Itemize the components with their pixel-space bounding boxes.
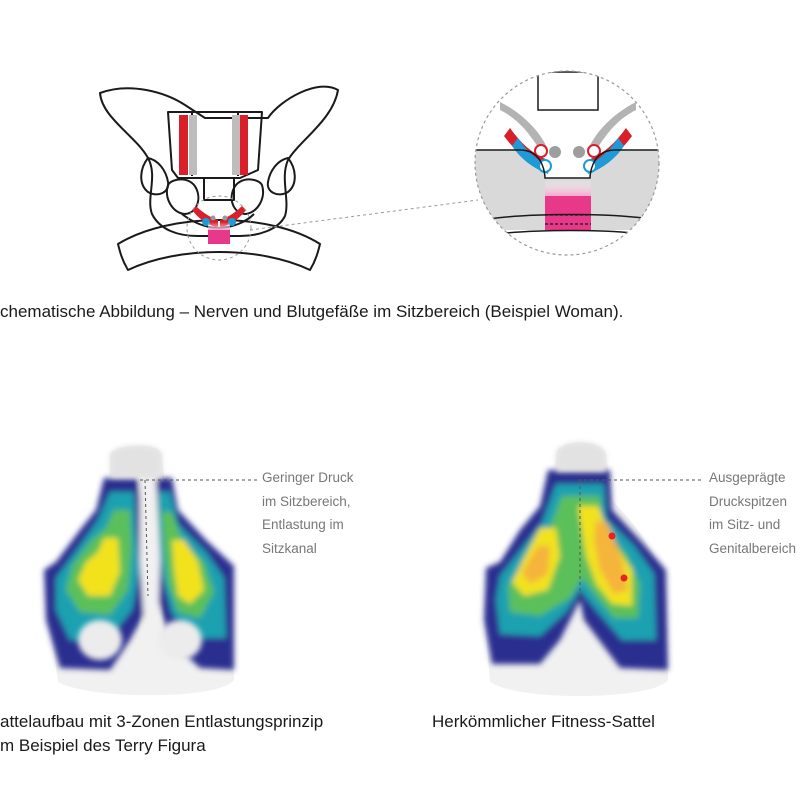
left-saddle-pressure-map (44, 445, 258, 696)
left-note-line: Entlastung im (262, 517, 344, 532)
leader-line (249, 199, 479, 231)
focus-circle (186, 195, 252, 261)
pelvis-illustration (99, 85, 339, 271)
zoom-circle-outline (474, 70, 660, 256)
left-note-line: Geringer Druck (262, 470, 354, 485)
left-caption-line: m Beispiel des Terry Figura (0, 736, 206, 755)
zoom-detail (474, 70, 660, 256)
left-note-line: im Sitzbereich, (262, 493, 351, 509)
pelvis-nerve-detail (192, 206, 246, 244)
left-note-line: Sitzkanal (262, 540, 317, 556)
right-note-line: Druckspitzen (709, 493, 788, 509)
anatomy-caption: chematische Abbildung – Nerven und Blutg… (0, 302, 624, 321)
left-caption-line: attelaufbau mit 3-Zonen Entlastungsprinz… (0, 712, 324, 731)
right-saddle-caption: Herkömmlicher Fitness-Sattel (432, 710, 655, 734)
right-saddle-pressure-map (484, 442, 702, 697)
right-note-line: Genitalbereich (709, 540, 797, 556)
right-caption-line: Herkömmlicher Fitness-Sattel (432, 712, 655, 731)
right-saddle-note: Ausgeprägte Druckspitzen im Sitz- und Ge… (709, 466, 796, 560)
right-note-line: Ausgeprägte (709, 470, 786, 485)
right-note-line: im Sitz- und (709, 517, 781, 532)
left-saddle-note: Geringer Druck im Sitzbereich, Entlastun… (262, 466, 354, 560)
left-saddle-caption: attelaufbau mit 3-Zonen Entlastungsprinz… (0, 710, 323, 758)
